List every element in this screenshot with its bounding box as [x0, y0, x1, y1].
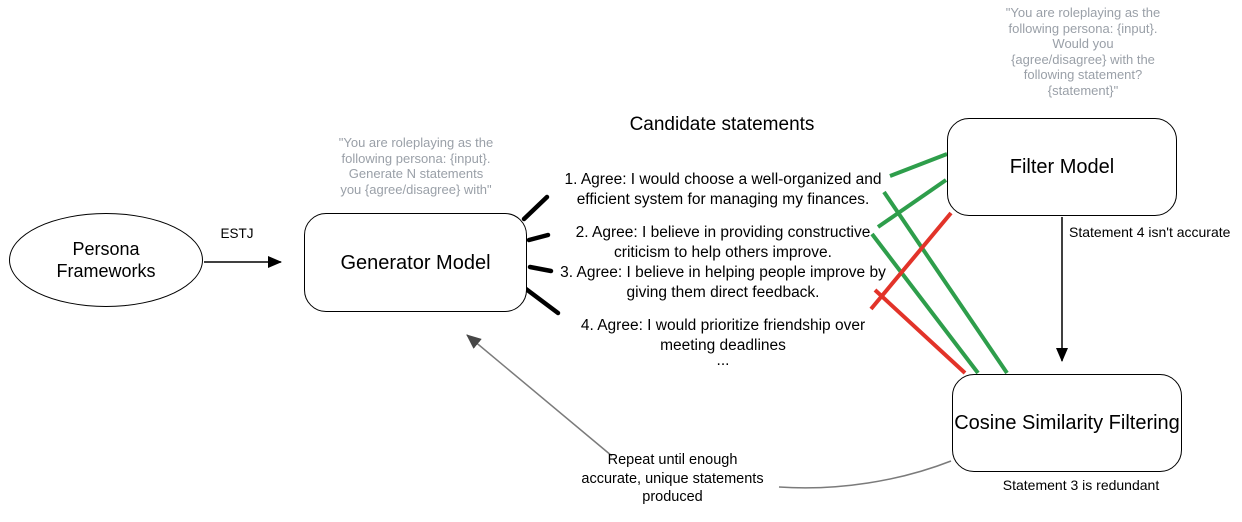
candidate-statement-4: 4. Agree: I would prioritize friendship … — [542, 316, 904, 356]
edge-filter-to-statement4-fail — [869, 211, 953, 311]
generator-prompt-line: you {agree/disagree} with" — [340, 181, 492, 197]
filter-prompt-line: {agree/disagree} with the — [1011, 51, 1155, 67]
persona-frameworks-label: Persona Frameworks — [56, 238, 155, 282]
repeat-note: Repeat until enough accurate, unique sta… — [570, 451, 775, 507]
edge-generator-to-statement-3 — [527, 264, 554, 274]
cosine-similarity-label: Cosine Similarity Filtering — [954, 412, 1180, 434]
filter-model-label: Filter Model — [1009, 156, 1115, 178]
filter-prompt-line: {statement}" — [1047, 82, 1119, 98]
edge-repeat-to-generator — [466, 334, 613, 457]
edge-generator-to-statement-2 — [526, 232, 551, 243]
statement-line: giving them direct feedback. — [626, 284, 820, 301]
persona-frameworks-node: Persona Frameworks — [9, 213, 203, 307]
persona-label-line1: Persona — [72, 239, 140, 259]
edge-statement2-to-filter-pass — [876, 178, 948, 229]
edge-cosine-to-repeat-note — [778, 460, 952, 489]
generator-prompt-line: Generate N statements — [348, 166, 484, 181]
statement-line: 4. Agree: I would prioritize friendship … — [580, 317, 866, 334]
statement-line: efficient system for managing my finance… — [576, 191, 870, 208]
filter-prompt-line: following statement? — [1023, 67, 1143, 82]
candidate-statements-ellipsis: ... — [716, 352, 730, 369]
repeat-note-line: produced — [642, 489, 703, 505]
estj-edge-label: ESTJ — [220, 226, 254, 241]
filter-prompt: "You are roleplaying as the following pe… — [978, 5, 1188, 98]
generator-model-node: Generator Model — [304, 213, 527, 312]
statement-line: 2. Agree: I believe in providing constru… — [575, 224, 871, 241]
generator-prompt-line: "You are roleplaying as the — [338, 135, 494, 150]
filter-model-node: Filter Model — [947, 118, 1177, 216]
filter-prompt-line: following persona: {input}. — [1008, 20, 1158, 36]
edge-statement1-to-cosine-pass — [882, 190, 1009, 375]
filter-result-annotation: Statement 4 isn't accurate — [1069, 224, 1231, 240]
edge-statement2-to-cosine-pass — [870, 232, 980, 375]
cosine-result-annotation: Statement 3 is redundant — [1002, 477, 1160, 493]
candidate-statements-heading: Candidate statements — [629, 114, 815, 135]
statement-line: criticism to help others improve. — [614, 244, 832, 261]
repeat-note-line: Repeat until enough — [607, 452, 738, 468]
generator-prompt: "You are roleplaying as the following pe… — [316, 135, 516, 197]
edge-statement1-to-filter-pass — [889, 152, 948, 178]
cosine-similarity-node: Cosine Similarity Filtering — [952, 374, 1182, 472]
filter-prompt-line: "You are roleplaying as the — [1005, 5, 1161, 20]
edge-statement3-to-cosine-fail — [873, 288, 967, 375]
persona-label-line2: Frameworks — [56, 261, 156, 281]
candidate-statement-3: 3. Agree: I believe in helping people im… — [542, 263, 904, 303]
statement-line: meeting deadlines — [660, 337, 786, 354]
repeat-note-line: accurate, unique statements — [581, 470, 764, 487]
statement-line: 3. Agree: I believe in helping people im… — [560, 264, 886, 281]
generator-prompt-line: following persona: {input}. — [341, 150, 491, 166]
edge-generator-to-statement-1 — [521, 194, 550, 222]
generator-model-label: Generator Model — [340, 251, 491, 274]
edge-generator-to-statement-4 — [523, 286, 561, 316]
statement-line: 1. Agree: I would choose a well-organize… — [564, 171, 882, 188]
filter-prompt-line: Would you — [1052, 36, 1114, 51]
candidate-statement-2: 2. Agree: I believe in providing constru… — [542, 223, 904, 263]
candidate-statement-1: 1. Agree: I would choose a well-organize… — [542, 170, 904, 210]
